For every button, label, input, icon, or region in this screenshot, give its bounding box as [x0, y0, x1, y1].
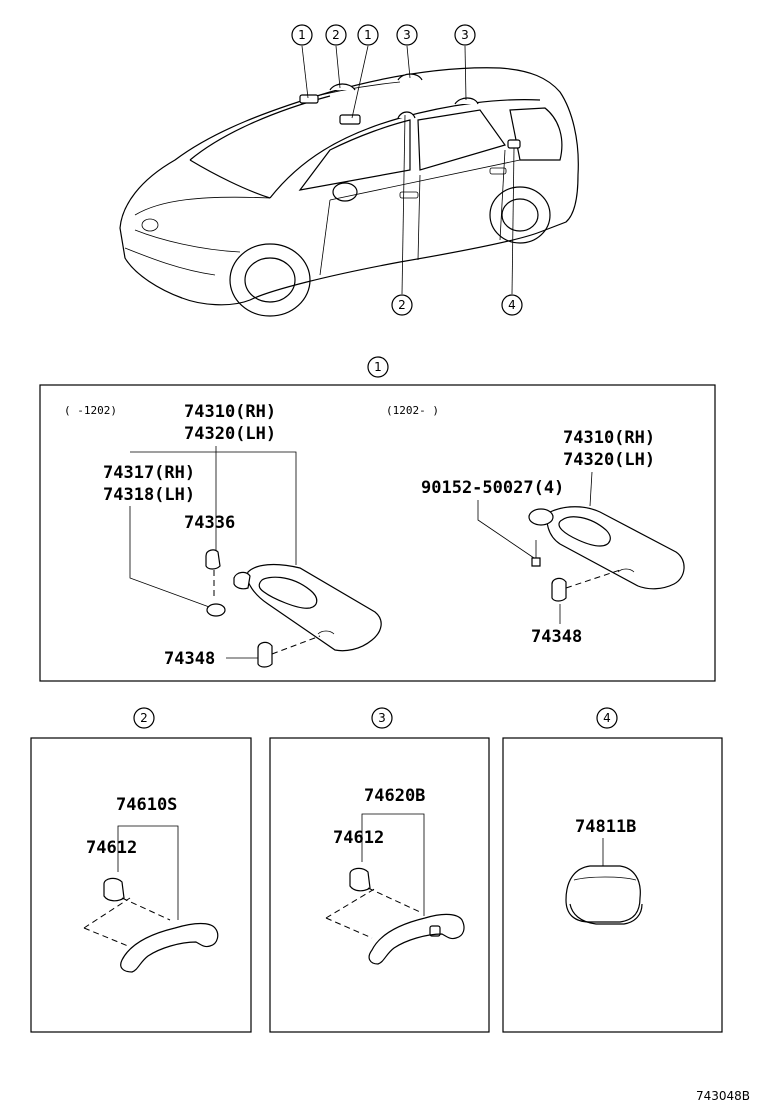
cover-74811b [565, 865, 641, 923]
label-74320-lh-left: 74320(LH) [184, 424, 276, 444]
right-sun-visor [546, 506, 685, 590]
panel-2-callout: 2 [140, 711, 148, 725]
panel-4-callout: 4 [603, 711, 611, 725]
range-after-1202: (1202- ) [386, 404, 439, 417]
callout-2-bottom: 2 [391, 294, 413, 316]
callout-2-label: 2 [332, 28, 340, 42]
car-callouts: 1 2 1 3 3 2 4 [291, 24, 523, 316]
callout-4-bottom: 4 [501, 294, 523, 316]
panel-1-callout: 1 [374, 360, 382, 374]
label-74612-rear-grip: 74612 [333, 828, 384, 848]
grip-cover-74612-rear [349, 867, 371, 892]
left-sun-visor [246, 563, 382, 652]
panel-3-frame [269, 737, 490, 1033]
label-74811b: 74811B [575, 817, 636, 837]
callout-1-label: 1 [298, 28, 306, 42]
label-90152-50027: 90152-50027(4) [421, 478, 564, 498]
callout-1-left: 1 [291, 24, 313, 46]
panel-4-cover: 4 74811B [502, 707, 723, 1033]
callout-3-label: 3 [461, 28, 469, 42]
label-74318-lh: 74318(LH) [103, 485, 195, 505]
grip-cover-74612 [103, 877, 125, 902]
label-74348-left: 74348 [164, 649, 215, 669]
panel-1-sun-visor: 1 ( -1202) (1202- ) 74310(RH) 74320(LH) … [39, 356, 716, 682]
assist-grip-74620b [368, 913, 465, 965]
label-74317-rh: 74317(RH) [103, 463, 195, 483]
screw-90152 [531, 557, 541, 567]
hook-74348-right [551, 577, 567, 602]
label-74610s: 74610S [116, 795, 177, 815]
label-74348-right: 74348 [531, 627, 582, 647]
car-overview-illustration [119, 67, 579, 317]
callout-3-right: 3 [454, 24, 476, 46]
figure-reference: 743048B [696, 1089, 750, 1103]
callout-3-label: 3 [403, 28, 411, 42]
label-74320-lh-right: 74320(LH) [563, 450, 655, 470]
label-74310-rh-left: 74310(RH) [184, 402, 276, 422]
clip-74336 [205, 549, 221, 570]
panel-1-frame [39, 384, 716, 682]
callout-2-label: 2 [398, 298, 406, 312]
label-74620b: 74620B [364, 786, 425, 806]
callout-1-label: 1 [364, 28, 372, 42]
label-74612-grip: 74612 [86, 838, 137, 858]
panel-4-frame [502, 737, 723, 1033]
callout-1-right: 1 [357, 24, 379, 46]
holder-74317 [206, 603, 226, 617]
panel-2-assist-grip: 2 74610S 74612 [30, 707, 252, 1033]
label-74336: 74336 [184, 513, 235, 533]
hook-74348-left [257, 641, 273, 668]
label-74310-rh-right: 74310(RH) [563, 428, 655, 448]
hinge-bracket [233, 571, 251, 590]
assist-grip-74610s [120, 922, 219, 973]
panel-3-callout: 3 [378, 711, 386, 725]
callout-4-label: 4 [508, 298, 516, 312]
callout-3-left: 3 [396, 24, 418, 46]
panel-2-frame [30, 737, 252, 1033]
panel-3-assist-grip: 3 74620B 74612 [269, 707, 490, 1033]
right-visor-mount [528, 508, 554, 526]
callout-2-top: 2 [325, 24, 347, 46]
range-before-1202: ( -1202) [64, 404, 117, 417]
